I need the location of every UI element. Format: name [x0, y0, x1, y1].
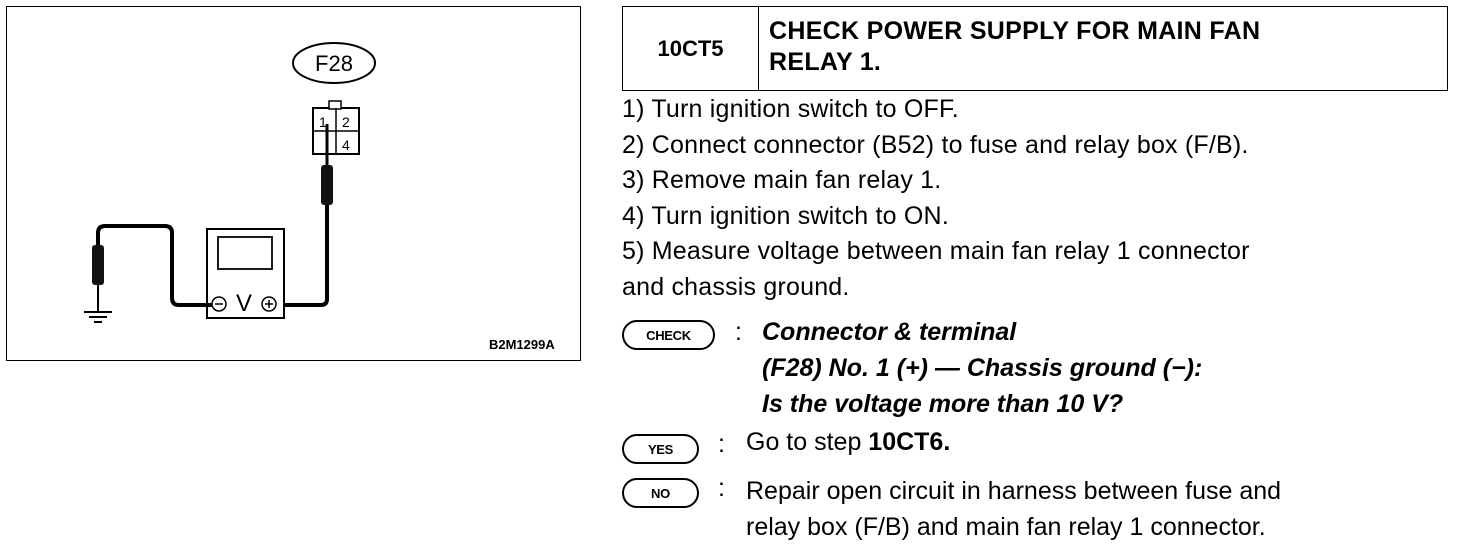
check-badge: CHECK: [622, 320, 715, 350]
step-title-line1: CHECK POWER SUPPLY FOR MAIN FAN: [769, 17, 1261, 45]
check-colon: :: [735, 318, 742, 346]
instruction-4: 4) Turn ignition switch to ON.: [622, 201, 949, 230]
connector-latch: [328, 100, 342, 110]
step-title-line2: RELAY 1.: [769, 48, 882, 76]
instruction-3: 3) Remove main fan relay 1.: [622, 166, 942, 194]
connector-label: F28: [315, 51, 353, 76]
yes-target-step: 10CT6.: [868, 428, 951, 456]
voltmeter-symbol: V: [236, 290, 252, 317]
pin-4: 4: [342, 137, 350, 153]
instruction-5: 5) Measure voltage between main fan rela…: [622, 237, 1250, 265]
no-line2: relay box (F/B) and main fan relay 1 con…: [746, 513, 1266, 541]
instruction-list: 1) Turn ignition switch to OFF. 2) Conne…: [622, 92, 1457, 305]
pin-2: 2: [342, 114, 350, 130]
check-text: Connector & terminal (F28) No. 1 (+) — C…: [762, 314, 1202, 422]
step-title: CHECK POWER SUPPLY FOR MAIN FAN RELAY 1.: [759, 7, 1447, 90]
yes-colon: :: [718, 430, 725, 458]
instruction-2: 2) Connect connector (B52) to fuse and r…: [622, 130, 1249, 159]
step-code: 10CT5: [623, 7, 759, 90]
no-text: Repair open circuit in harness between f…: [746, 473, 1281, 545]
yes-text: Go to step 10CT6.: [746, 428, 950, 457]
instruction-5-cont: and chassis ground.: [622, 272, 850, 301]
wiring-diagram: F28 1 2 4 V B2M1299A: [6, 6, 581, 361]
connector-label-oval: [292, 42, 376, 84]
ground-icon: [84, 311, 112, 323]
voltmeter-display: [217, 236, 273, 270]
check-line3: Is the voltage more than 10 V?: [762, 390, 1124, 418]
voltmeter-diagram: F28 1 2 4 V: [84, 42, 376, 323]
check-line2: (F28) No. 1 (+) — Chassis ground (−):: [762, 354, 1203, 382]
positive-lead: [277, 205, 329, 307]
no-colon: :: [718, 474, 725, 502]
yes-badge: YES: [622, 434, 699, 464]
no-badge: NO: [622, 478, 699, 508]
instruction-1: 1) Turn ignition switch to OFF.: [622, 95, 959, 123]
check-line1: Connector & terminal: [762, 318, 1017, 346]
yes-prefix: Go to step: [746, 428, 869, 456]
positive-probe: [321, 165, 333, 205]
figure-id: B2M1299A: [489, 337, 555, 352]
pin-1: 1: [319, 114, 327, 130]
no-line1: Repair open circuit in harness between f…: [746, 477, 1282, 505]
negative-lead: [96, 224, 212, 307]
step-header: 10CT5 CHECK POWER SUPPLY FOR MAIN FAN RE…: [622, 6, 1448, 91]
negative-probe: [92, 245, 104, 285]
